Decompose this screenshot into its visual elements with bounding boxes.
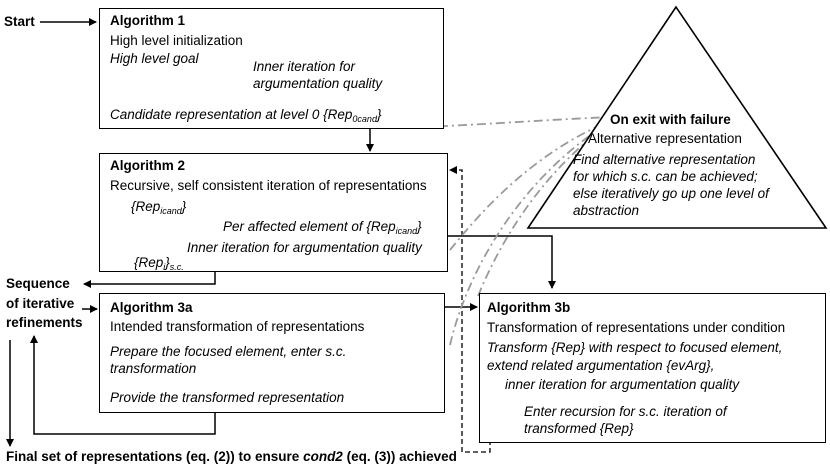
algorithm-2-title: Algorithm 2 [110,158,186,173]
algorithm-1-title: Algorithm 1 [110,13,186,28]
triangle-desc-2: for which s.c. can be achieved; [573,169,758,184]
failure-link-alg2 [449,119,613,251]
algorithm-2-line1: Recursive, self consistent iteration of … [110,178,427,193]
triangle-desc-1: Find alternative representation [573,152,756,167]
algorithm-3a-prepare1: Prepare the focused element, enter s.c. [110,344,347,359]
start-label: Start [4,14,35,29]
algorithm-2-per-element: Per affected element of {Repicand} [223,219,422,236]
algorithm-3b-t1: Transform {Rep} with respect to focused … [487,340,783,355]
algorithm-3b-enter2: transformed {Rep} [524,421,634,436]
failure-triangle [526,5,828,229]
arrow-alg3a-loop-back [30,335,216,435]
algorithm-1-goal: High level goal [110,51,199,66]
algorithm-3b-t3: inner iteration for argumentation qualit… [505,377,740,392]
arrow-alg2-to-sequence [83,272,216,288]
algorithm-3b-box [479,293,826,443]
algorithm-3b-enter1: Enter recursion for s.c. iteration of [524,404,727,419]
algorithm-1-box [99,8,444,129]
algorithm-3a-line1: Intended transformation of representatio… [110,319,365,334]
sequence-label-1: Sequence [6,276,70,291]
algorithm-1-inner2: argumentation quality [253,76,383,91]
algorithm-1-candidate: Candidate representation at level 0 {Rep… [110,107,382,124]
algorithm-3a-title: Algorithm 3a [110,300,193,315]
sequence-label-3: refinements [6,315,83,330]
failure-link-alg3a [449,120,613,346]
algorithm-2-rep-i: {Repi}s.c. [134,255,184,272]
triangle-desc-3: else iteratively go up one level of [573,186,769,201]
triangle-desc-4: abstraction [573,203,640,218]
algorithm-3a-box [99,293,445,413]
algorithm-3b-t2: extend related argumentation {evArg}, [487,358,715,373]
algorithm-2-rep-icand: {Repicand} [131,199,187,216]
triangle-title: On exit with failure [610,112,731,127]
algorithm-1-inner1: Inner iteration for [253,59,356,74]
failure-link-alg1 [419,116,613,128]
algorithm-2-inner: Inner iteration for argumentation qualit… [187,240,422,255]
algorithm-2-box [99,153,448,272]
triangle-line1: Alternative representation [588,131,742,146]
algorithm-3b-title: Algorithm 3b [487,300,571,315]
algorithm-1-line1: High level initialization [110,33,243,48]
final-label: Final set of representations (eq. (2)) t… [6,449,457,464]
algorithm-3a-prepare2: transformation [110,361,197,376]
algorithm-3b-line1: Transformation of representations under … [487,320,786,335]
sequence-label-2: of iterative [6,296,75,311]
algorithm-3a-provide: Provide the transformed representation [110,390,345,405]
